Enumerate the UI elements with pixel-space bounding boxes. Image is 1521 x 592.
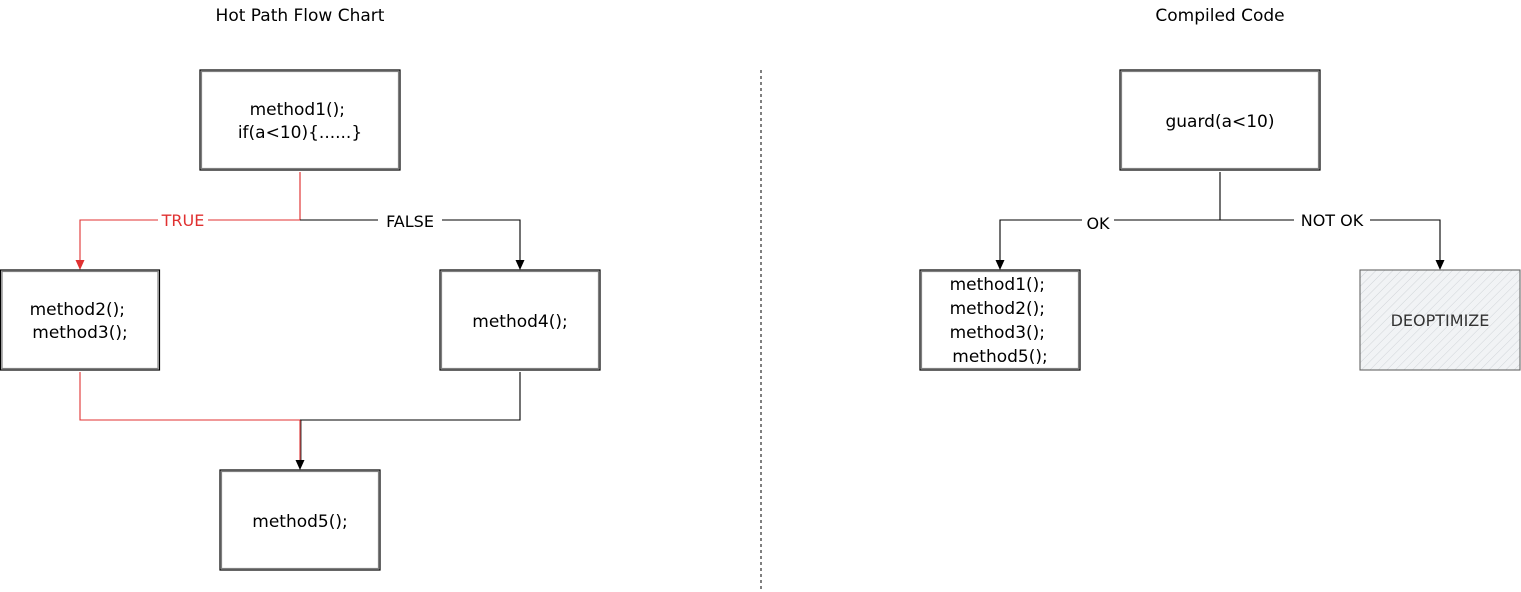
true-branch-line-2: method3();: [32, 323, 127, 343]
false-branch-line-1: method4();: [472, 312, 567, 332]
ok-label: OK: [1086, 214, 1110, 233]
merge-edges: [79, 372, 521, 470]
condition-node: method1(); if(a<10){......}: [199, 69, 401, 171]
svg-text:method2(); method3();: method2(); method3();: [30, 300, 131, 343]
ok-branch-node: method1(); method2(); method3(); method5…: [919, 269, 1081, 371]
ok-edge: OK: [995, 172, 1221, 270]
not-ok-edge: NOT OK: [1220, 211, 1445, 270]
deoptimize-node: DEOPTIMIZE: [1359, 269, 1521, 371]
ok-branch-line-1: method1();: [950, 275, 1045, 295]
true-branch-node: method2(); method3();: [0, 269, 161, 371]
guard-node: guard(a<10): [1119, 69, 1321, 171]
condition-line-1: method1();: [250, 100, 345, 120]
not-ok-label: NOT OK: [1301, 211, 1364, 230]
deoptimize-label: DEOPTIMIZE: [1391, 311, 1490, 330]
merge-node: method5();: [219, 469, 381, 571]
false-label: FALSE: [386, 212, 434, 231]
ok-branch-line-2: method2();: [950, 299, 1045, 319]
condition-line-2: if(a<10){......}: [238, 123, 362, 143]
ok-branch-line-4: method5();: [952, 347, 1047, 367]
svg-text:method1(); if(a<10){....: method1(); if(a<10){......}: [238, 100, 362, 143]
true-edge: TRUE: [75, 172, 301, 270]
ok-branch-line-3: method3();: [950, 323, 1045, 343]
false-edge: FALSE: [300, 212, 525, 270]
guard-line-1: guard(a<10): [1165, 112, 1274, 132]
merge-line-1: method5();: [252, 512, 347, 532]
false-branch-node: method4();: [439, 269, 601, 371]
svg-text:method1(); method2();: method1(); method2(); method3(); method5…: [950, 275, 1051, 367]
right-title: Compiled Code: [1155, 6, 1284, 26]
left-title: Hot Path Flow Chart: [216, 6, 385, 26]
true-branch-line-1: method2();: [30, 300, 125, 320]
true-label: TRUE: [161, 211, 205, 230]
